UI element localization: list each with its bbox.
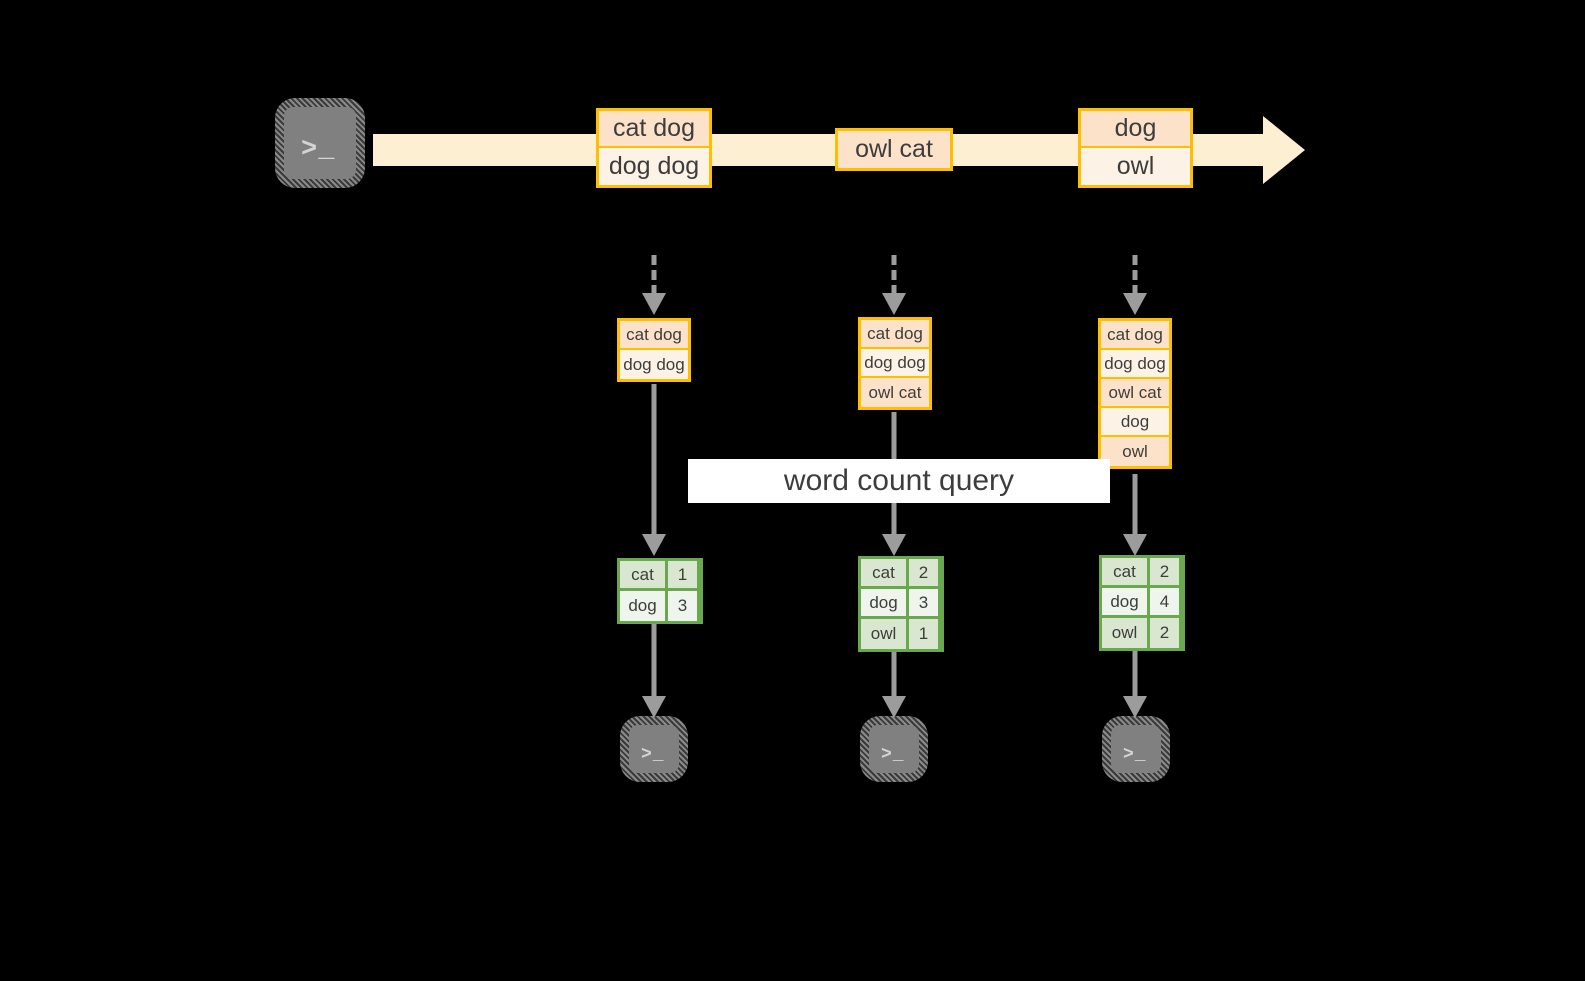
terminal-prompt-icon: >_: [1123, 745, 1147, 765]
result-word: owl: [861, 619, 909, 649]
table-row: cat 2: [1102, 558, 1182, 588]
result-count: 3: [909, 589, 938, 616]
result-count: 2: [909, 559, 938, 586]
result-count: 4: [1150, 588, 1179, 615]
result-count: 1: [668, 561, 697, 588]
result-word: dog: [1102, 588, 1150, 615]
sink-terminal-3[interactable]: >_: [1102, 716, 1170, 782]
timeline-record-group-1[interactable]: cat dog dog dog: [596, 108, 712, 188]
table-row: dog 3: [620, 591, 700, 621]
result-count: 3: [668, 591, 697, 621]
record-line: cat dog: [1101, 321, 1169, 350]
dashed-arrow-to-snapshot-1: [638, 255, 670, 315]
arrow-result-2-to-sink: [878, 652, 910, 720]
terminal-body: [284, 107, 356, 179]
table-row: cat 2: [861, 559, 941, 589]
record-line: dog dog: [620, 350, 688, 379]
record-line: cat dog: [861, 320, 929, 349]
terminal-body: [629, 725, 679, 773]
sink-terminal-1[interactable]: >_: [620, 716, 688, 782]
result-word: cat: [1102, 558, 1150, 585]
record-line: owl cat: [861, 378, 929, 407]
result-word: cat: [861, 559, 909, 586]
record-line: dog dog: [599, 148, 709, 185]
record-line: owl cat: [1101, 379, 1169, 408]
source-terminal[interactable]: >_: [275, 98, 365, 188]
arrow-result-1-to-sink: [638, 622, 670, 720]
record-line: owl: [1101, 437, 1169, 466]
table-row: cat 1: [620, 561, 700, 591]
sink-terminal-2[interactable]: >_: [860, 716, 928, 782]
record-line: dog: [1101, 408, 1169, 437]
result-count: 2: [1150, 618, 1179, 648]
result-word: dog: [861, 589, 909, 616]
result-word: owl: [1102, 618, 1150, 648]
terminal-prompt-icon: >_: [881, 745, 905, 765]
table-row: owl 1: [861, 619, 941, 649]
query-label-text: word count query: [783, 464, 1015, 497]
terminal-prompt-icon: >_: [641, 745, 665, 765]
timeline-arrow-head: [1263, 116, 1305, 184]
result-table-2[interactable]: cat 2 dog 3 owl 1: [858, 556, 944, 652]
record-line: owl: [1081, 148, 1190, 185]
table-row: dog 3: [861, 589, 941, 619]
dashed-arrow-to-snapshot-2: [878, 255, 910, 315]
result-word: dog: [620, 591, 668, 621]
timeline-record-group-2[interactable]: owl cat: [835, 128, 953, 171]
word-count-query-label: word count query: [688, 459, 1110, 503]
snapshot-3-records[interactable]: cat dog dog dog owl cat dog owl: [1098, 318, 1172, 469]
terminal-prompt-icon: >_: [301, 135, 336, 165]
terminal-body: [869, 725, 919, 773]
record-line: cat dog: [620, 321, 688, 350]
result-count: 2: [1150, 558, 1179, 585]
record-line: dog: [1081, 111, 1190, 148]
arrow-snapshot-1-to-result: [638, 384, 670, 560]
record-line: cat dog: [599, 111, 709, 148]
result-count: 1: [909, 619, 938, 649]
record-line: owl cat: [838, 131, 950, 168]
terminal-body: [1111, 725, 1161, 773]
arrow-result-3-to-sink: [1119, 651, 1151, 720]
result-word: cat: [620, 561, 668, 588]
arrow-snapshot-3-to-result: [1119, 474, 1151, 560]
dashed-arrow-to-snapshot-3: [1119, 255, 1151, 315]
result-table-1[interactable]: cat 1 dog 3: [617, 558, 703, 624]
record-line: dog dog: [861, 349, 929, 378]
table-row: dog 4: [1102, 588, 1182, 618]
snapshot-1-records[interactable]: cat dog dog dog: [617, 318, 691, 382]
snapshot-2-records[interactable]: cat dog dog dog owl cat: [858, 317, 932, 410]
table-row: owl 2: [1102, 618, 1182, 648]
record-line: dog dog: [1101, 350, 1169, 379]
result-table-3[interactable]: cat 2 dog 4 owl 2: [1099, 555, 1185, 651]
timeline-record-group-3[interactable]: dog owl: [1078, 108, 1193, 188]
